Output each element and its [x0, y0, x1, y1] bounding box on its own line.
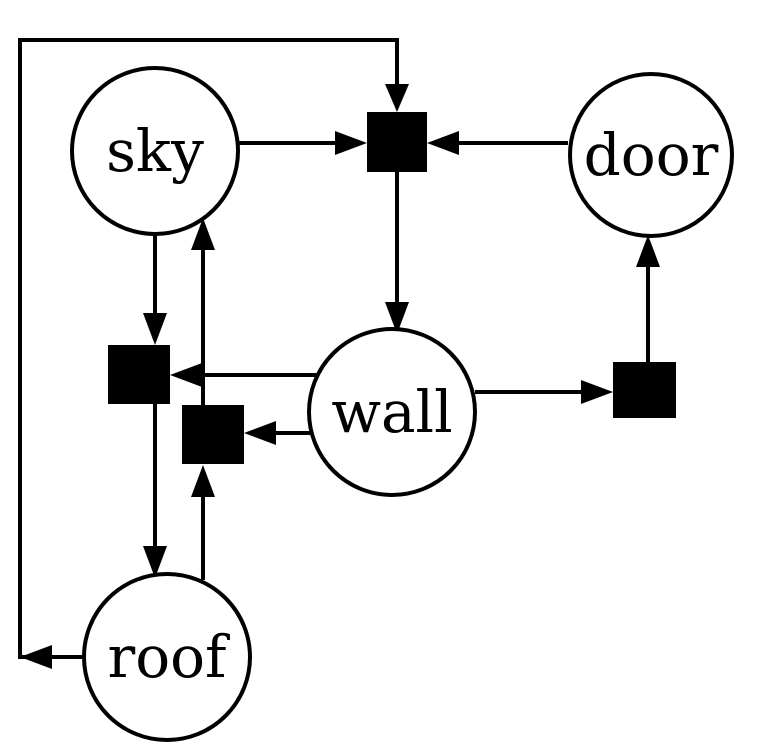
- arrowhead-roof-loop-left: [20, 645, 52, 669]
- node-roof-label: roof: [107, 623, 230, 691]
- arrowhead-roof-to-top-factor: [385, 84, 409, 112]
- arrowhead-left-lower-factor-to-sky: [191, 218, 215, 250]
- arrowhead-left-upper-factor-to-roof: [143, 546, 167, 578]
- factor-top: [367, 112, 427, 172]
- node-wall-label: wall: [331, 378, 452, 446]
- node-door-label: door: [584, 121, 719, 189]
- factor-left-upper: [108, 345, 170, 404]
- arrowhead-sky-to-top-factor: [335, 131, 367, 155]
- arrowhead-wall-to-left-upper-factor: [170, 363, 202, 387]
- edges: [18, 38, 660, 669]
- arrowhead-top-factor-to-wall: [385, 302, 409, 334]
- arrowhead-wall-to-right-factor: [581, 380, 613, 404]
- factor-left-lower: [182, 405, 244, 464]
- factor-right: [613, 362, 676, 418]
- node-wall: wall: [307, 327, 477, 497]
- factors: [108, 112, 676, 464]
- node-sky: sky: [70, 66, 240, 236]
- arrowhead-door-to-top-factor: [427, 131, 459, 155]
- node-sky-circle: [70, 66, 240, 236]
- nodes: sky door wall roof: [70, 66, 734, 742]
- node-door: door: [568, 72, 734, 238]
- arrowhead-sky-to-left-upper-factor: [143, 313, 167, 345]
- node-roof: roof: [82, 572, 252, 742]
- node-door-circle: [568, 72, 734, 238]
- node-sky-label: sky: [106, 117, 204, 185]
- arrowhead-roof-to-left-lower-factor: [191, 465, 215, 497]
- arrowhead-right-factor-to-door: [636, 235, 660, 267]
- node-roof-circle: [82, 572, 252, 742]
- arrowhead-wall-to-left-lower-factor: [244, 421, 276, 445]
- node-wall-circle: [307, 327, 477, 497]
